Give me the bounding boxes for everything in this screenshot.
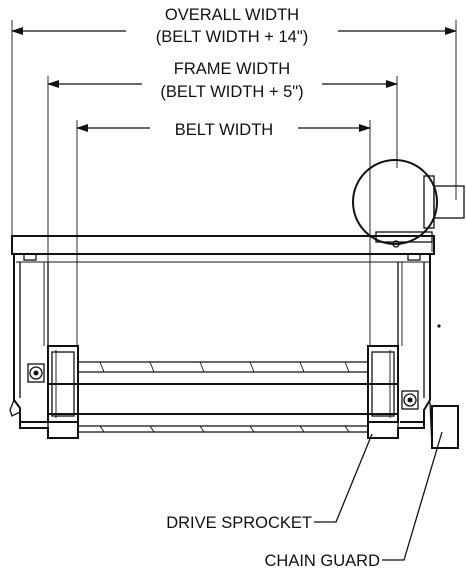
frame-width-formula: (BELT WIDTH + 5") xyxy=(160,83,303,101)
chain-guard-label: CHAIN GUARD xyxy=(264,552,380,570)
frame-feet xyxy=(9,399,425,439)
belt-width-label: BELT WIDTH xyxy=(175,121,273,139)
frame-side-plates xyxy=(13,254,441,423)
drive-motor xyxy=(352,159,465,252)
overall-width-formula: (BELT WIDTH + 14") xyxy=(156,28,308,46)
drive-pulley xyxy=(47,361,399,433)
drive-sprocket-callout: DRIVE SPROCKET xyxy=(166,433,373,532)
frame-top-bar xyxy=(11,235,435,263)
drive-sprocket-label: DRIVE SPROCKET xyxy=(166,514,312,532)
chain-guard xyxy=(429,401,459,449)
belt-width-dimension: BELT WIDTH xyxy=(76,120,371,346)
overall-width-label: OVERALL WIDTH xyxy=(165,6,299,24)
overall-width-dimension: OVERALL WIDTH (BELT WIDTH + 14") xyxy=(11,6,457,246)
frame-width-dimension: FRAME WIDTH (BELT WIDTH + 5") xyxy=(47,60,398,350)
frame-width-label: FRAME WIDTH xyxy=(174,60,290,78)
chain-guard-callout: CHAIN GUARD xyxy=(264,431,443,570)
